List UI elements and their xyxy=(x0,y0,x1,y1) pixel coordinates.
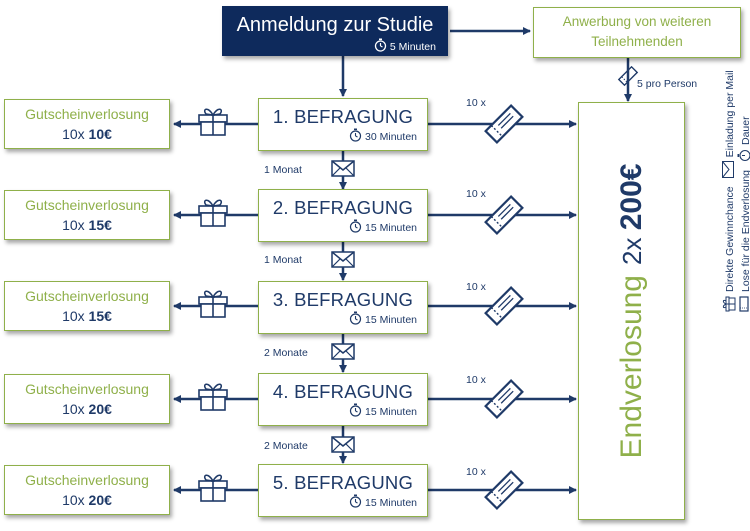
survey-title: 5. BEFRAGUNG xyxy=(272,472,414,493)
voucher-title: Gutscheinverlosung xyxy=(25,472,149,488)
survey-title: 4. BEFRAGUNG xyxy=(272,381,414,402)
ticket-icon xyxy=(616,64,640,93)
ticket-count-2: 10 x xyxy=(466,188,486,200)
stopwatch-icon xyxy=(737,149,750,162)
voucher-title: Gutscheinverlosung xyxy=(25,106,149,122)
voucher-prize: 10x 10€ xyxy=(62,126,112,142)
voucher-title: Gutscheinverlosung xyxy=(25,197,149,213)
voucher-box-5: Gutscheinverlosung 10x 20€ xyxy=(4,465,170,515)
legend-mail-label: Einladung per Mail xyxy=(723,70,736,158)
survey-box-2: 2. BEFRAGUNG 15 Minuten xyxy=(258,189,428,242)
voucher-prize: 10x 20€ xyxy=(62,401,112,417)
gift-icon xyxy=(196,378,230,417)
interval-label-1: 1 Monat xyxy=(264,164,302,176)
survey-title: 1. BEFRAGUNG xyxy=(272,106,414,127)
voucher-prize: 10x 15€ xyxy=(62,308,112,324)
interval-label-3: 2 Monate xyxy=(264,347,308,359)
legend-tickets-label: Lose für die Endverlosung xyxy=(739,170,750,292)
gift-icon xyxy=(721,296,739,312)
mail-icon xyxy=(331,436,355,458)
survey-duration: 15 Minuten xyxy=(365,496,417,509)
ticket-icon xyxy=(738,296,750,312)
voucher-box-4: Gutscheinverlosung 10x 20€ xyxy=(4,374,170,424)
mail-icon xyxy=(331,343,355,365)
gift-icon xyxy=(196,469,230,508)
stopwatch-icon xyxy=(349,494,362,511)
final-draw-box: Endverlosung 2x 200€ xyxy=(578,102,685,520)
legend-duration-label: Dauer xyxy=(739,116,750,145)
legend-direct-label: Direkte Gewinnchance xyxy=(723,186,736,292)
final-draw-title: Endverlosung xyxy=(614,274,648,459)
voucher-prize: 10x 20€ xyxy=(62,492,112,508)
voucher-box-2: Gutscheinverlosung 10x 15€ xyxy=(4,190,170,240)
gift-icon xyxy=(196,103,230,142)
stopwatch-icon xyxy=(349,128,362,145)
voucher-box-1: Gutscheinverlosung 10x 10€ xyxy=(4,99,170,149)
ticket-icon xyxy=(480,191,528,244)
recruitment-line-1: Anwerbung von weiteren xyxy=(562,14,712,29)
gift-icon xyxy=(196,194,230,233)
ticket-count-5: 10 x xyxy=(466,466,486,478)
ticket-icon xyxy=(480,375,528,428)
survey-box-5: 5. BEFRAGUNG 15 Minuten xyxy=(258,464,428,517)
stopwatch-icon xyxy=(349,403,362,420)
survey-box-4: 4. BEFRAGUNG 15 Minuten xyxy=(258,373,428,426)
voucher-prize: 10x 15€ xyxy=(62,217,112,233)
interval-label-2: 1 Monat xyxy=(264,254,302,266)
ticket-icon xyxy=(480,100,528,153)
voucher-title: Gutscheinverlosung xyxy=(25,381,149,397)
registration-duration: 5 Minuten xyxy=(222,38,448,55)
legend: Direkte Gewinnchance Einladung per Mail … xyxy=(722,70,750,312)
mail-icon xyxy=(331,160,355,182)
gift-icon xyxy=(196,285,230,324)
survey-duration: 15 Minuten xyxy=(365,221,417,234)
stopwatch-icon xyxy=(374,38,387,55)
survey-box-1: 1. BEFRAGUNG 30 Minuten xyxy=(258,98,428,151)
survey-duration: 15 Minuten xyxy=(365,313,417,326)
legend-row-2: Lose für die Endverlosung Dauer xyxy=(737,70,750,312)
recruitment-note: 5 pro Person xyxy=(637,78,698,90)
mail-icon xyxy=(331,251,355,273)
final-draw-prize: 2x 200€ xyxy=(614,163,648,265)
registration-box: Anmeldung zur Studie 5 Minuten xyxy=(222,6,448,56)
ticket-count-3: 10 x xyxy=(466,281,486,293)
mail-icon xyxy=(722,161,737,179)
recruitment-box: Anwerbung von weiteren Teilnehmenden xyxy=(533,7,741,58)
survey-title: 2. BEFRAGUNG xyxy=(272,197,414,218)
recruitment-line-2: Teilnehmenden xyxy=(591,34,683,49)
stopwatch-icon xyxy=(349,311,362,328)
voucher-box-3: Gutscheinverlosung 10x 15€ xyxy=(4,281,170,331)
survey-duration: 30 Minuten xyxy=(365,130,417,143)
ticket-count-1: 10 x xyxy=(466,97,486,109)
ticket-count-4: 10 x xyxy=(466,374,486,386)
survey-box-3: 3. BEFRAGUNG 15 Minuten xyxy=(258,281,428,334)
ticket-icon xyxy=(480,282,528,335)
legend-row-1: Direkte Gewinnchance Einladung per Mail xyxy=(722,70,737,312)
registration-title: Anmeldung zur Studie xyxy=(236,14,434,36)
voucher-title: Gutscheinverlosung xyxy=(25,288,149,304)
stopwatch-icon xyxy=(349,219,362,236)
survey-title: 3. BEFRAGUNG xyxy=(272,289,414,310)
interval-label-4: 2 Monate xyxy=(264,440,308,452)
survey-duration: 15 Minuten xyxy=(365,405,417,418)
ticket-icon xyxy=(480,466,528,519)
